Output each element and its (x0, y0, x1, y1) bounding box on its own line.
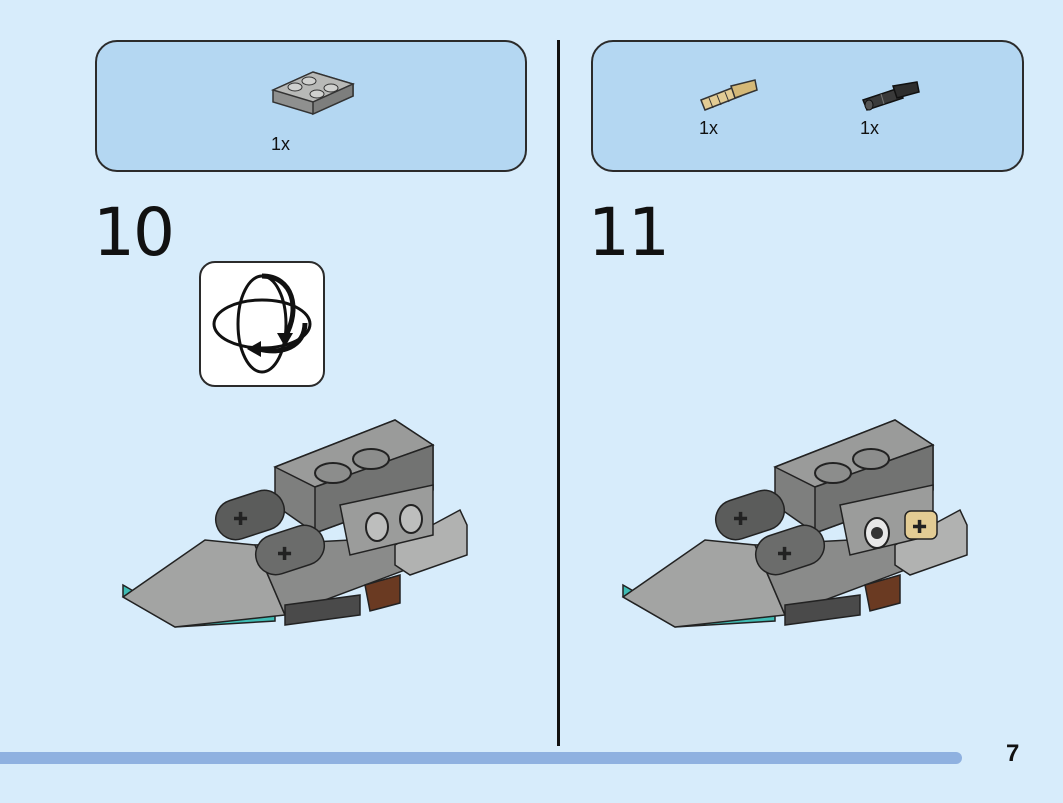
step-10-model-illustration: ✚ ✚ (115, 415, 485, 664)
page-divider (557, 40, 560, 746)
step-11-model-illustration: ✚ ✚ ✚ (615, 415, 985, 664)
part-quantity: 1x (860, 118, 880, 138)
gray-inverted-slope-brick-icon (269, 62, 355, 116)
svg-text:✚: ✚ (912, 517, 927, 538)
svg-text:✚: ✚ (733, 509, 748, 530)
svg-text:✚: ✚ (233, 509, 248, 530)
step-number: 11 (588, 194, 670, 271)
footer-bar (0, 752, 962, 764)
rotate-indicator (199, 261, 325, 387)
parts-list-step-10: 1x (95, 40, 527, 172)
rotate-model-icon (212, 273, 312, 374)
tan-axle-pin-icon (697, 78, 759, 112)
svg-text:✚: ✚ (777, 544, 792, 565)
svg-text:✚: ✚ (277, 544, 292, 565)
part-quantity: 1x (271, 134, 291, 154)
step-number: 10 (93, 194, 175, 271)
parts-list-step-11: 1x 1x (591, 40, 1024, 172)
black-friction-pin-icon (859, 80, 921, 112)
part-quantity: 1x (699, 118, 719, 138)
page-number: 7 (1006, 740, 1020, 767)
